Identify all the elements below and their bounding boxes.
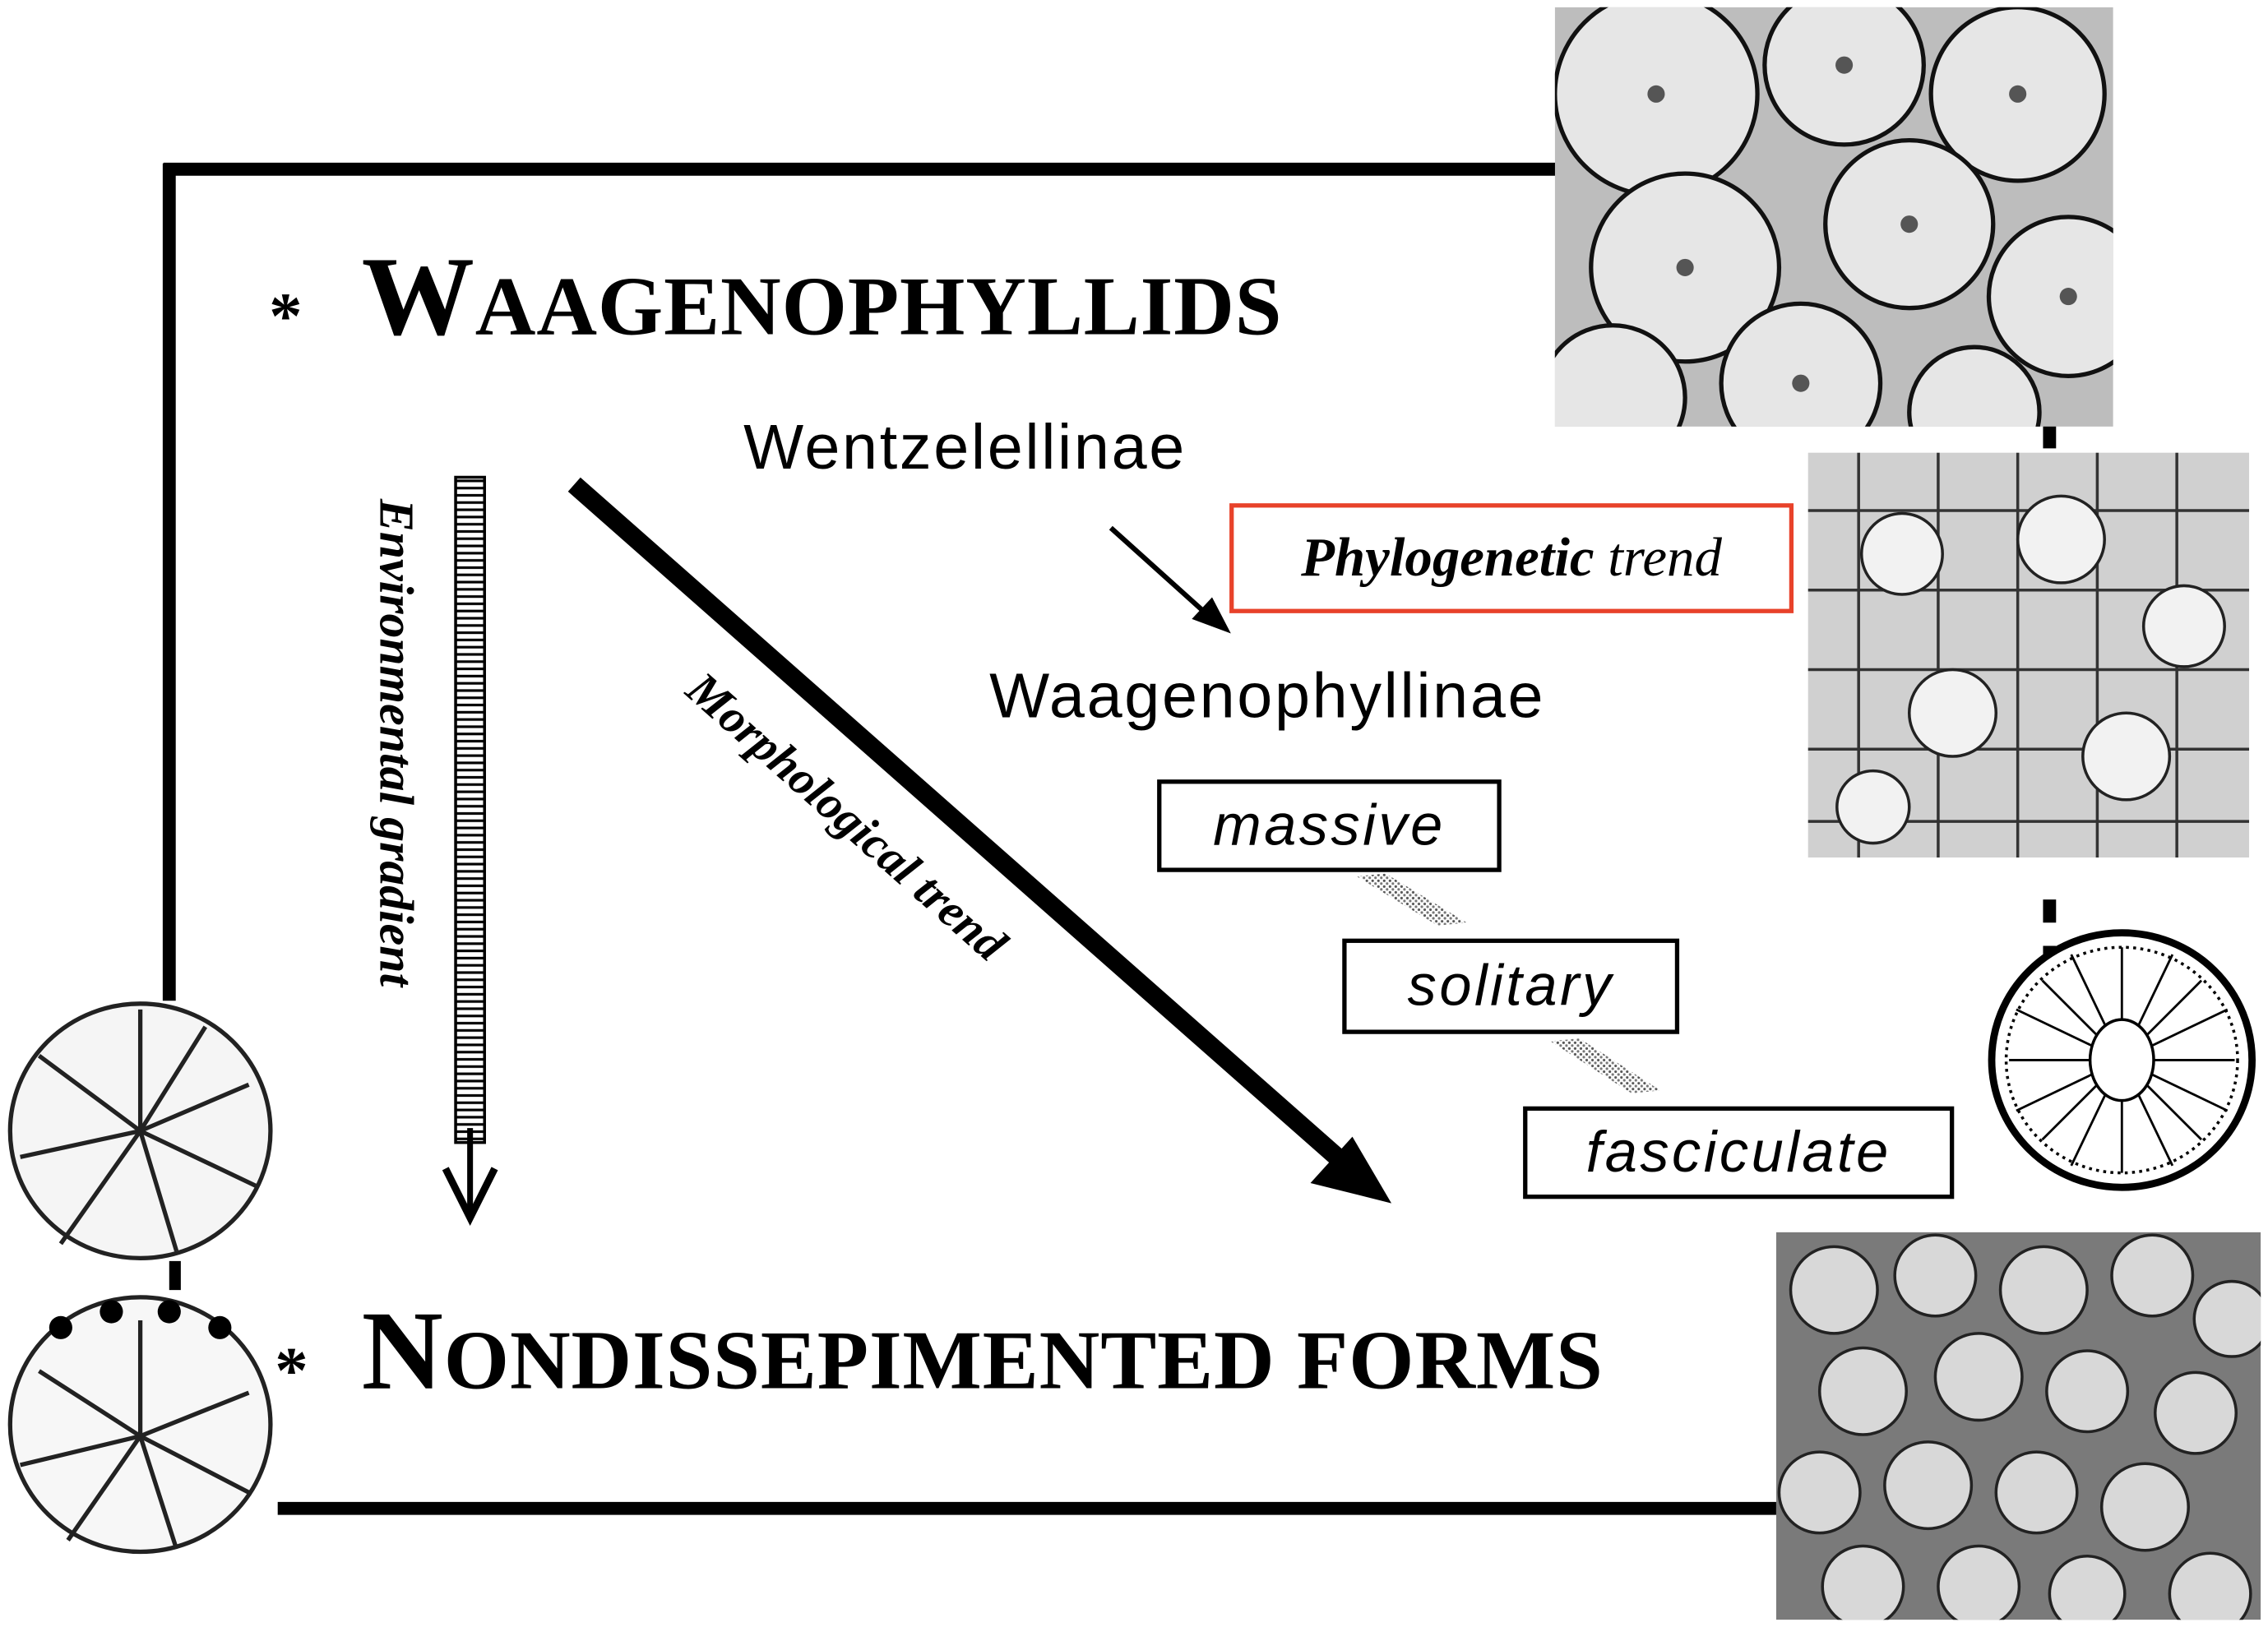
growth-form-massive-label: massive <box>1213 793 1446 857</box>
header-title-rest: AAGENOPHYLLIDS <box>474 258 1283 354</box>
cerioid-colony-photo <box>1807 452 2250 858</box>
environmental-gradient-bar <box>454 475 486 1144</box>
growth-form-solitary: solitary <box>1342 938 1680 1034</box>
subfamily-upper: Wentzelellinae <box>743 412 1187 483</box>
morphological-trend-arrow <box>567 477 1352 1172</box>
footer-title-initial: N <box>361 1287 444 1413</box>
solitary-corallite-upper-drawing <box>7 1001 273 1261</box>
solitary-corallite-lower-drawing <box>7 1295 273 1555</box>
environmental-gradient-arrow-head <box>442 1167 498 1226</box>
header-star: * <box>269 279 303 354</box>
footer-title: NONDISSEPIMENTED FORMS <box>362 1294 1604 1407</box>
footer-star: * <box>275 1333 308 1407</box>
massive-colony-photo <box>1554 7 2113 427</box>
phylogenetic-arrow <box>1109 525 1215 622</box>
growth-form-fasciculate: fasciculate <box>1523 1106 1955 1199</box>
growth-form-massive: massive <box>1157 779 1502 872</box>
solitary-corallite-drawing <box>1988 929 2256 1191</box>
stipple-connector-1 <box>1356 873 1467 926</box>
stipple-connector-2 <box>1550 1038 1661 1093</box>
phylogenetic-trend-box: Phylogenetic trend <box>1229 503 1794 613</box>
footer-title-rest: ONDISSEPIMENTED FORMS <box>443 1313 1604 1407</box>
growth-form-fasciculate-label: fasciculate <box>1585 1120 1891 1184</box>
header-title: WAAGENOPHYLLIDS <box>362 239 1283 354</box>
environmental-gradient-label: Environmental gradient <box>368 498 423 987</box>
phylogenetic-arrow-head <box>1192 597 1231 634</box>
growth-form-solitary-label: solitary <box>1407 954 1614 1018</box>
phylogenetic-trend-label: Phylogenetic trend <box>1301 528 1722 589</box>
subfamily-lower: Waagenophyllinae <box>989 660 1546 733</box>
morphological-trend-arrow-head <box>1310 1136 1392 1204</box>
fasciculate-colony-photo <box>1775 1232 2261 1620</box>
header-title-initial: W <box>361 233 475 359</box>
